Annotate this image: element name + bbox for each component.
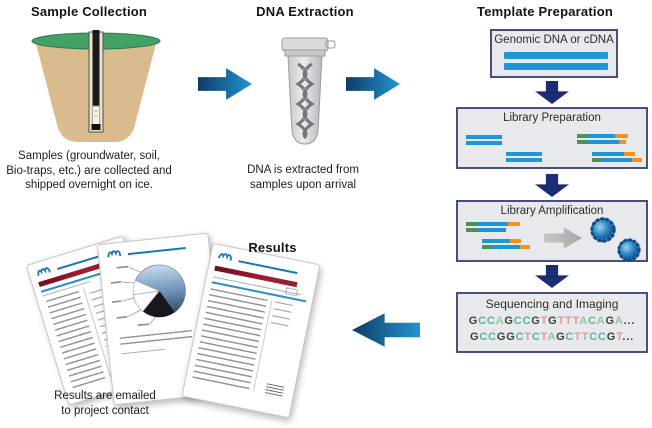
genomic-dna-box: Genomic DNA or cDNA	[490, 29, 618, 78]
sample-collection-caption: Samples (groundwater, soil, Bio-traps, e…	[6, 150, 172, 192]
pie-chart-icon	[110, 264, 186, 327]
report-logo-icon	[217, 253, 232, 261]
dna-extraction-title: DNA Extraction	[256, 4, 354, 19]
sequencing-imaging-label: Sequencing and Imaging	[485, 297, 619, 311]
dna-strand-bar	[504, 63, 608, 70]
adapter-fragment-group	[482, 239, 530, 251]
report-logo-icon	[37, 267, 51, 276]
flow-arrow-right-2-icon	[346, 68, 400, 100]
report-logo-icon	[107, 250, 122, 258]
library-preparation-box: Library Preparation	[456, 107, 648, 169]
results-title: Results	[248, 240, 297, 255]
report-page	[96, 232, 226, 406]
dna-extraction-caption: DNA is extracted from samples upon arriv…	[247, 164, 359, 191]
sequencing-imaging-box: Sequencing and Imaging GCCAGCCGTGTTTACAG…	[456, 292, 648, 353]
flow-arrow-left-icon	[352, 313, 420, 347]
sequence-line-2: GCCGGCTCTAGCTTCCGT...	[470, 331, 634, 343]
sequence-line-1: GCCAGCCGTGTTTACAGA...	[468, 315, 636, 327]
flow-arrow-down-2-icon	[535, 174, 569, 197]
sample-collection-title: Sample Collection	[30, 4, 148, 19]
template-preparation-title: Template Preparation	[477, 4, 613, 19]
flow-arrow-down-3-icon	[535, 265, 569, 288]
amplification-arrow-icon	[544, 227, 582, 249]
flow-arrow-down-1-icon	[535, 81, 569, 104]
dna-strand-bar	[504, 52, 608, 59]
dna-fragment-group	[506, 152, 542, 164]
library-amplification-box: Library Amplification	[456, 200, 648, 262]
report-stamp	[264, 383, 285, 399]
report-page	[181, 242, 321, 419]
report-page	[25, 235, 167, 406]
adapter-fragment-group	[466, 222, 520, 234]
report-text-lines	[269, 301, 293, 333]
adapter-fragment-group	[577, 134, 628, 146]
adapter-fragment-group	[592, 152, 642, 164]
report-text-lines	[119, 329, 193, 349]
library-preparation-label: Library Preparation	[503, 112, 601, 124]
dna-fragment-group	[466, 135, 502, 147]
dna-tube-icon	[281, 37, 336, 145]
bead-cluster-icon	[590, 217, 641, 262]
genomic-dna-label: Genomic DNA or cDNA	[494, 34, 614, 46]
flow-arrow-right-1-icon	[198, 68, 252, 100]
soil-sample-icon	[31, 30, 161, 142]
library-amplification-label: Library Amplification	[500, 205, 604, 217]
results-caption: Results are emailed to project contact	[54, 390, 156, 417]
